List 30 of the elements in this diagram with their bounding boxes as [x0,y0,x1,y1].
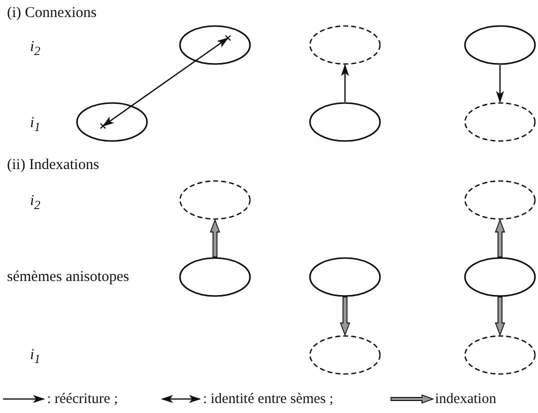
ellipse [76,102,148,142]
ellipse [309,257,381,297]
ellipse [464,257,536,297]
dashed-ellipse [179,180,251,220]
dashed-ellipse [464,180,536,220]
ellipse [464,25,536,65]
arrow [341,64,349,102]
level-label: i$_{1}$ [30,116,40,134]
arrow [496,65,504,103]
legend-text: : réécriture ; [47,390,118,408]
level-label: i$_{2}$ [30,40,40,58]
ellipse [179,257,251,297]
dashed-ellipse [309,25,381,65]
dashed-ellipse [464,102,536,142]
row-label: sémèmes anisotopes [7,270,130,285]
arrow [102,37,229,127]
legend-text: indexation [435,390,496,408]
double-arrow [494,218,506,258]
double-arrow [210,218,220,258]
level-label: i$_{1}$ [30,348,40,366]
section-heading: (i) Connexions [7,6,97,21]
ellipse [179,25,251,65]
section-heading: (ii) Indexations [7,158,100,173]
double-arrow [494,296,506,336]
legend-text: : identité entre sèmes ; [203,390,334,408]
dashed-ellipse [309,335,381,375]
ellipse [309,102,381,142]
level-label: i$_{2}$ [30,194,40,212]
dashed-ellipse [464,335,536,375]
double-arrow [340,296,350,336]
